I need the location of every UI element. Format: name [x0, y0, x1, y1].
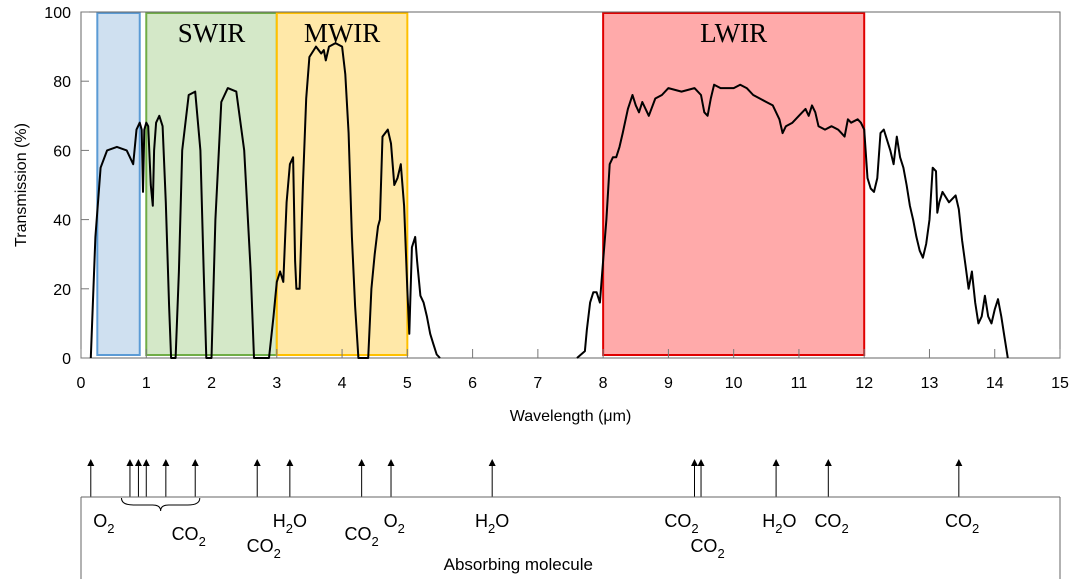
x-tick-label: 6 — [468, 375, 477, 392]
band-label-mwir: MWIR — [304, 18, 381, 48]
x-tick-label: 1 — [142, 375, 151, 392]
arrow-head — [358, 459, 366, 466]
band-label-swir: SWIR — [178, 18, 246, 48]
transmission-curves — [89, 42, 1009, 359]
arrow-head — [134, 459, 142, 466]
band-rect-mwir — [275, 12, 409, 356]
y-tick-label: 60 — [53, 143, 71, 160]
arrow-head — [191, 459, 199, 466]
molecule-label: CO2 — [664, 511, 698, 536]
x-tick-label: 7 — [533, 375, 542, 392]
arrow-head — [697, 459, 705, 466]
co2-brace — [120, 497, 201, 512]
arrow-head — [488, 459, 496, 466]
molecule-label: CO2 — [172, 524, 206, 549]
y-axis-label: Transmission (%) — [13, 123, 30, 247]
x-tick-label: 11 — [791, 375, 808, 392]
x-tick-label: 2 — [207, 375, 216, 392]
x-tick-label: 3 — [272, 375, 281, 392]
y-tick-label: 0 — [62, 351, 71, 368]
x-tick-label: 8 — [599, 375, 608, 392]
arrow-head — [142, 459, 150, 466]
arrow-head — [286, 459, 294, 466]
molecule-label: CO2 — [247, 536, 281, 561]
molecule-label: H2O — [762, 511, 796, 536]
x-tick-label: 5 — [403, 375, 412, 392]
arrow-head — [162, 459, 170, 466]
y-tick-label: 20 — [53, 282, 71, 299]
band-rect-lwir — [602, 12, 866, 356]
band-label-lwir: LWIR — [700, 18, 767, 48]
molecule-label: CO2 — [690, 536, 724, 561]
arrow-head — [126, 459, 134, 466]
x-tick-label: 10 — [725, 375, 743, 392]
transmission-series-1 — [89, 42, 441, 359]
x-tick-label: 0 — [77, 375, 86, 392]
arrow-head — [691, 459, 699, 466]
x-tick-label: 9 — [664, 375, 673, 392]
molecule-label: CO2 — [945, 511, 979, 536]
arrow-head — [824, 459, 832, 466]
molecule-label: H2O — [273, 511, 307, 536]
x-tick-label: 15 — [1051, 375, 1069, 392]
x-tick-label: 13 — [921, 375, 939, 392]
x-tick-label: 4 — [338, 375, 347, 392]
x-axis-label: Wavelength (μm) — [510, 408, 632, 425]
y-axis: 0 20 40 60 80 100 — [44, 5, 89, 368]
y-tick-label: 80 — [53, 74, 71, 91]
molecule-label: H2O — [475, 511, 509, 536]
arrow-head — [387, 459, 395, 466]
plot-frame — [80, 11, 1061, 359]
y-tick-label: 40 — [53, 213, 71, 230]
molecule-label: CO2 — [345, 524, 379, 549]
absorption-arrows — [87, 459, 963, 497]
arrow-head — [955, 459, 963, 466]
x-tick-label: 12 — [855, 375, 873, 392]
arrow-head — [772, 459, 780, 466]
molecule-label: O2 — [93, 511, 114, 536]
x-tick-label: 14 — [986, 375, 1004, 392]
absorbing-molecule-label: Absorbing molecule — [444, 555, 593, 574]
y-tick-label: 100 — [44, 5, 71, 22]
transmission-series-2 — [576, 83, 1009, 359]
molecule-label: O2 — [384, 511, 405, 536]
molecule-label: CO2 — [814, 511, 848, 536]
arrow-head — [253, 459, 261, 466]
arrow-head — [87, 459, 95, 466]
band-rect-visible — [96, 12, 141, 356]
